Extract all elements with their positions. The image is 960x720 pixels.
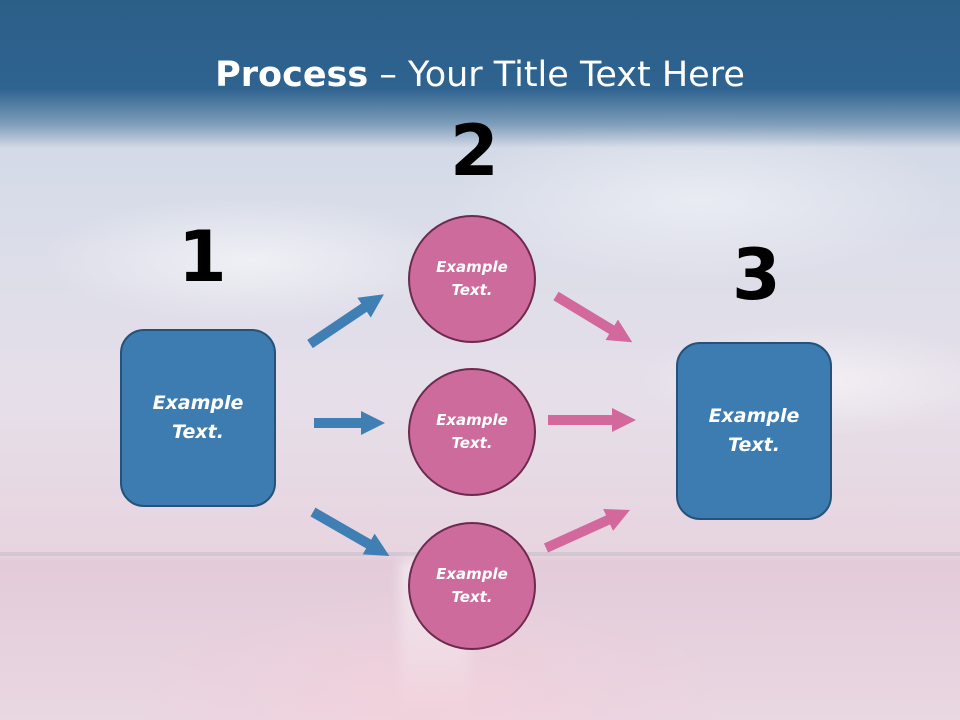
blue-arrow-up xyxy=(307,294,384,349)
blue-arrow-down xyxy=(310,507,390,556)
step-2-circle-middle[interactable]: Example Text. xyxy=(408,368,536,496)
step-number-2: 2 xyxy=(450,110,499,192)
slide-title[interactable]: Process – Your Title Text Here xyxy=(0,52,960,98)
step-number-3: 3 xyxy=(732,234,781,316)
title-bar xyxy=(0,0,960,148)
circle-bottom-text: Example Text. xyxy=(436,565,508,606)
circle-top-text: Example Text. xyxy=(436,258,508,299)
pink-arrow-up xyxy=(543,509,630,553)
step-1-box[interactable]: Example Text. xyxy=(120,329,276,507)
step-number-1: 1 xyxy=(178,216,227,298)
title-rest: – Your Title Text Here xyxy=(368,55,745,95)
step-2-circle-top[interactable]: Example Text. xyxy=(408,215,536,343)
step-3-text: Example Text. xyxy=(708,405,800,456)
step-1-text: Example Text. xyxy=(152,392,244,443)
pink-arrow-down xyxy=(553,291,633,343)
step-3-box[interactable]: Example Text. xyxy=(676,342,832,520)
circle-middle-text: Example Text. xyxy=(436,411,508,452)
step-2-circle-bottom[interactable]: Example Text. xyxy=(408,522,536,650)
title-bold: Process xyxy=(215,55,369,95)
